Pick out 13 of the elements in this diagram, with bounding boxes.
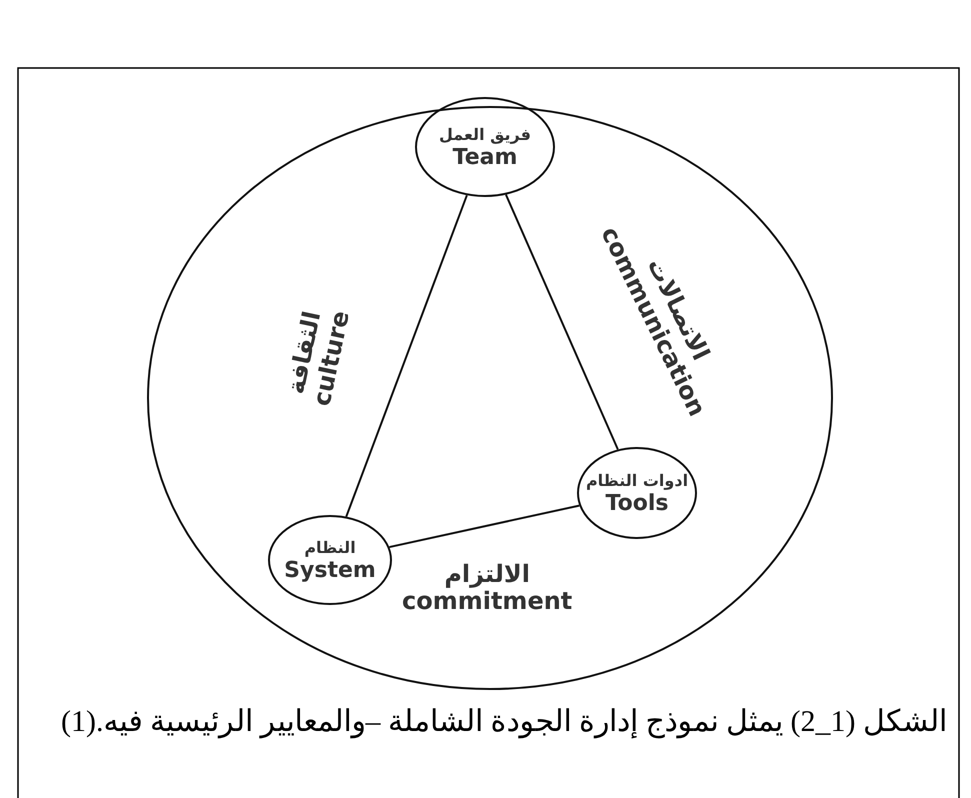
connector-line	[389, 504, 580, 548]
node-subtitle: Team	[452, 145, 518, 170]
edge-label: الالتزام commitment	[402, 560, 572, 616]
node-title: فريق العمل	[438, 125, 532, 144]
connector-line	[505, 194, 619, 450]
node-subtitle: Tools	[604, 491, 670, 516]
edge-label: الثقافة culture	[281, 306, 356, 408]
node-title: ادوات النظام	[584, 471, 690, 490]
figure-caption: الشكل (1_2) يمثل نموذج إدارة الجودة الشاملة –والمعايير الرئيسية فيه.(1)	[60, 704, 947, 739]
node-title: النظام	[303, 538, 357, 557]
connector-line	[345, 194, 468, 517]
edge-label: الاتصالات communication	[594, 220, 716, 420]
node-subtitle: System	[283, 558, 377, 583]
